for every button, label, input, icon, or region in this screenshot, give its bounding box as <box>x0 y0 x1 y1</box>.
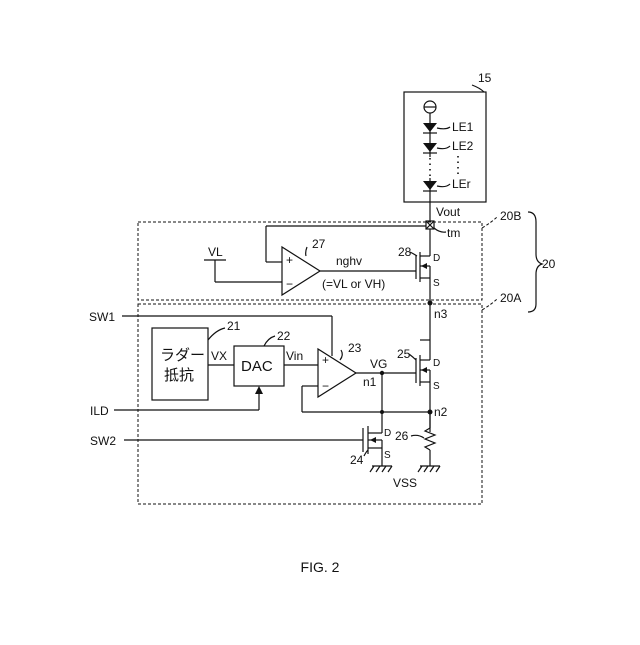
vl-label: VL <box>208 245 223 259</box>
opamp-23-ref: 23 <box>348 341 362 355</box>
led-array-ref: 15 <box>478 71 492 85</box>
resistor-26-ref: 26 <box>395 429 409 443</box>
vss-label: VSS <box>393 476 417 490</box>
led-le2-label: LE2 <box>452 139 474 153</box>
led-le1-label: LE1 <box>452 120 474 134</box>
opamp-23-minus: − <box>322 379 329 393</box>
node-n3 <box>428 301 433 306</box>
n2-label: n2 <box>434 405 448 419</box>
tm-label: tm <box>447 226 460 240</box>
block-20-brace <box>528 212 542 312</box>
block-20a-label: 20A <box>500 291 521 305</box>
vin-label: Vin <box>286 349 303 363</box>
figure-caption: FIG. 2 <box>301 559 340 575</box>
ladder-line1: ラダー <box>160 347 205 364</box>
block-20b-label: 20B <box>500 209 521 223</box>
sw1-label: SW1 <box>89 310 115 324</box>
ild-label: ILD <box>90 404 109 418</box>
ladder-ref: 21 <box>227 319 241 333</box>
fet-24-ref: 24 <box>350 453 364 467</box>
opamp-27-plus: + <box>286 253 293 267</box>
vx-label: VX <box>211 349 227 363</box>
dac-ref: 22 <box>277 329 291 343</box>
ladder-resistor-block <box>152 328 208 400</box>
nghv-label: nghv <box>336 254 362 268</box>
fet-28-s-label: S <box>433 278 440 289</box>
dac-label: DAC <box>241 358 273 375</box>
led-array-leader <box>472 85 484 92</box>
led-ler-label: LEr <box>452 177 471 191</box>
opamp-23-plus: + <box>322 353 329 367</box>
vg-label: VG <box>370 357 387 371</box>
led-array-box <box>404 92 486 202</box>
n3-label: n3 <box>434 307 448 321</box>
fet-28-ref: 28 <box>398 245 412 259</box>
ild-arrow-icon <box>255 386 263 394</box>
fet-25-d-label: D <box>433 358 440 369</box>
ladder-line2: 抵抗 <box>164 367 194 384</box>
fet-25-ref: 25 <box>397 347 411 361</box>
vout-label: Vout <box>436 205 461 219</box>
ground-24-icon <box>370 466 392 472</box>
nghv-note: (=VL or VH) <box>322 277 385 291</box>
fet-28-d-label: D <box>433 253 440 264</box>
opamp-27-ref: 27 <box>312 237 326 251</box>
fet-24-s-label: S <box>384 450 391 461</box>
opamp-27-minus: − <box>286 277 293 291</box>
ground-26-icon <box>418 466 440 472</box>
fet-25-s-label: S <box>433 381 440 392</box>
block-20-label: 20 <box>542 257 556 271</box>
fet-24-d-label: D <box>384 428 391 439</box>
n1-label: n1 <box>363 375 377 389</box>
sw2-label: SW2 <box>90 434 116 448</box>
